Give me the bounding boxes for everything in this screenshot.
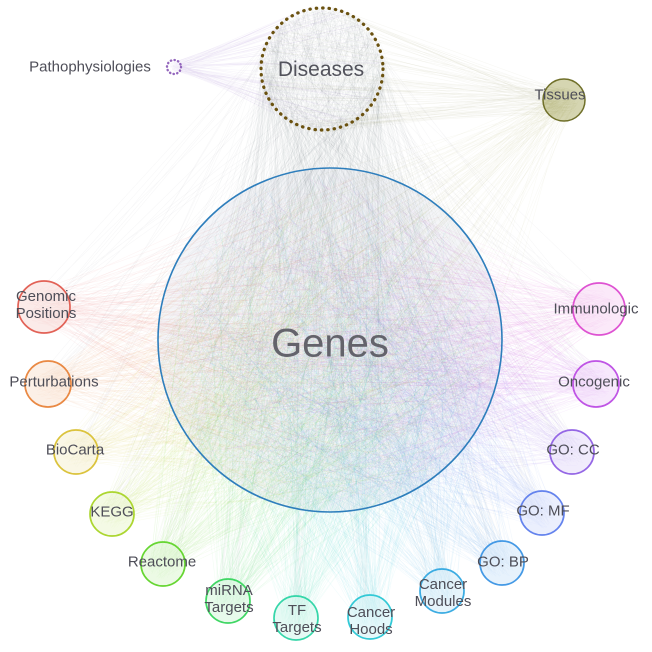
node-go-cc[interactable] [549, 429, 595, 475]
node-immunologic[interactable] [572, 282, 626, 336]
edge-fan-diseases-mirna-targets [218, 18, 385, 609]
edge-fan-genomic-positions-genes [26, 177, 487, 495]
edge-fan-diseases-cancer-hoods [262, 9, 383, 630]
edge-fan-immunologic-genes [169, 178, 617, 495]
edge-fan-go-cc-genes [173, 176, 588, 505]
node-genes[interactable] [157, 167, 503, 513]
edge-fan-mirna-targets-genes [180, 177, 493, 617]
edge-fan-reactome-genes [147, 178, 494, 580]
node-biocarta[interactable] [53, 429, 99, 475]
edge-fan-diseases-oncogenic [259, 12, 610, 395]
node-kegg[interactable] [89, 491, 135, 537]
node-diseases[interactable] [259, 6, 385, 132]
node-tf-targets[interactable] [273, 595, 319, 641]
edge-fan-tf-targets-genes [168, 176, 493, 633]
edge-fan-diseases-tissues [258, 4, 578, 134]
edge-fan-oncogenic-genes [169, 174, 612, 506]
edge-fan-diseases-cancer-modules [259, 27, 454, 606]
node-perturbations[interactable] [24, 360, 72, 408]
edge-fan-biocarta-genes [62, 188, 496, 502]
node-pathophysiologies[interactable] [165, 58, 183, 76]
edge-fan-diseases-perturbations [33, 10, 382, 395]
edge-fan-perturbations-genes [32, 175, 486, 504]
edge-fan-go-mf-genes [169, 177, 558, 529]
edge-fan-diseases-genes [165, 4, 492, 503]
edge-fan-go-bp-genes [171, 174, 518, 577]
edge-fan-diseases-go-bp [266, 6, 510, 575]
edge-fan-kegg-genes [97, 186, 489, 530]
edge-fan-diseases-kegg [100, 6, 378, 527]
node-go-mf[interactable] [519, 490, 565, 536]
node-reactome[interactable] [140, 541, 186, 587]
node-genomic-positions[interactable] [17, 280, 71, 334]
edge-fan-cancer-modules-genes [167, 180, 497, 606]
edge-fan-diseases-go-mf [262, 8, 551, 525]
edge-fan-diseases-go-cc [265, 14, 583, 467]
node-oncogenic[interactable] [572, 360, 620, 408]
edge-fan-diseases-tf-targets [265, 7, 385, 630]
node-tissues[interactable] [542, 78, 586, 122]
genes-disk-tint [158, 168, 502, 512]
edge-fan-diseases-reactome [149, 8, 377, 579]
node-mirna-targets[interactable] [205, 578, 251, 624]
edge-fan-tissues-genes [164, 86, 579, 495]
node-cancer-hoods[interactable] [347, 594, 393, 640]
edge-fan-diseases-genomic-positions [30, 8, 385, 323]
node-go-bp[interactable] [479, 540, 525, 586]
node-cancer-modules[interactable] [419, 568, 465, 614]
edge-fan-diseases-diseases [259, 5, 386, 132]
edge-fan-diseases-pathophysiologies [169, 6, 385, 130]
